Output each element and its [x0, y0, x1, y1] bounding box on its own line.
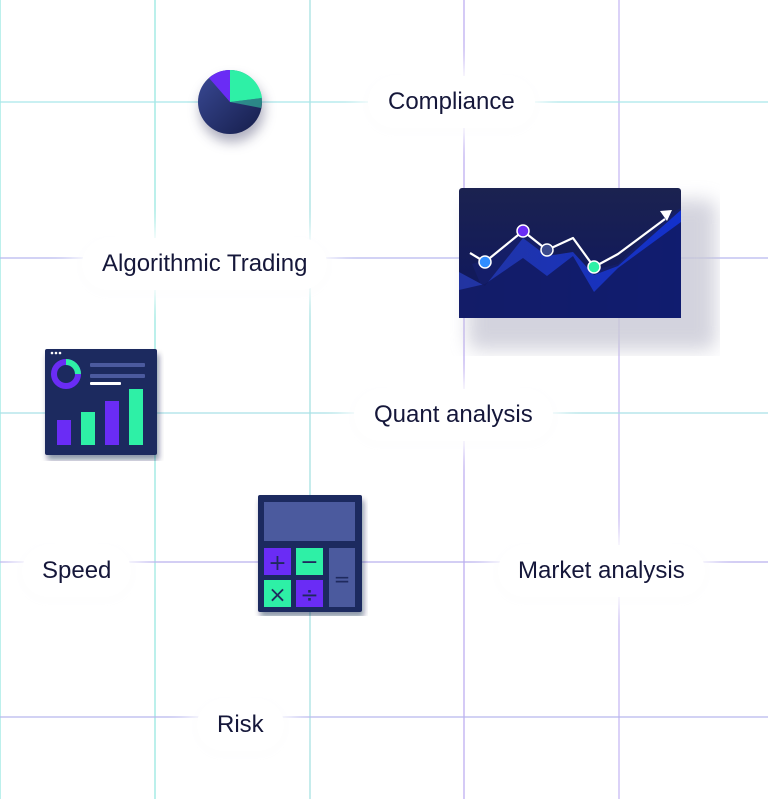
risk-pill[interactable]: Risk [197, 699, 284, 751]
calc-divide: ÷ [300, 583, 318, 608]
algorithmic-trading-label: Algorithmic Trading [102, 250, 308, 277]
algorithmic-trading-pill[interactable]: Algorithmic Trading [82, 238, 328, 290]
compliance-label: Compliance [388, 88, 515, 115]
calc-minus: − [300, 550, 318, 575]
compliance-pill[interactable]: Compliance [368, 76, 535, 128]
calc-times: × [268, 583, 286, 608]
dashboard-icon [45, 349, 157, 455]
trend-chart-icon [459, 188, 716, 350]
calc-equals: = [334, 567, 351, 591]
quant-analysis-pill[interactable]: Quant analysis [354, 389, 553, 441]
pie-chart-icon [198, 69, 263, 134]
risk-label: Risk [217, 711, 264, 738]
speed-label: Speed [42, 557, 112, 584]
market-analysis-label: Market analysis [518, 557, 685, 584]
speed-pill[interactable]: Speed [22, 545, 132, 597]
calc-plus: + [268, 551, 286, 576]
market-analysis-pill[interactable]: Market analysis [498, 545, 705, 597]
calculator-graphic: + − × ÷ = [258, 495, 362, 612]
calculator-icon: + − × ÷ = [254, 490, 368, 616]
quant-analysis-label: Quant analysis [374, 401, 533, 428]
